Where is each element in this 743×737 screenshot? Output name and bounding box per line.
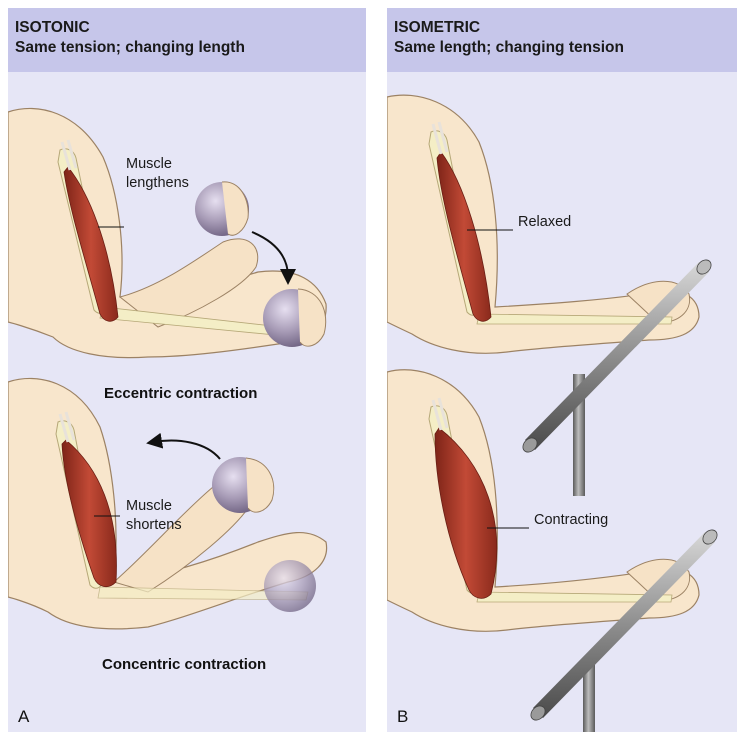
muscle-lengthens-label-line2: lengthens: [126, 175, 189, 191]
isometric-panel: ISOMETRIC Same length; changing tension: [387, 8, 737, 732]
isometric-subtitle: Same length; changing tension: [394, 39, 624, 57]
eccentric-contraction-caption: Eccentric contraction: [104, 385, 257, 402]
contracting-label: Contracting: [534, 512, 608, 528]
isotonic-subtitle: Same tension; changing length: [15, 39, 245, 57]
relaxed-label: Relaxed: [518, 214, 571, 230]
panel-b-letter: B: [397, 707, 408, 727]
isotonic-header: ISOTONIC Same tension; changing length: [8, 8, 366, 72]
isometric-title: ISOMETRIC: [394, 19, 480, 37]
isotonic-title: ISOTONIC: [15, 19, 90, 37]
isometric-illustration: [387, 72, 737, 732]
lower-bar-apparatus: [528, 527, 720, 732]
eccentric-arm-illustration: [8, 108, 326, 357]
muscle-shortens-label-line2: shortens: [126, 517, 182, 533]
upper-bar-apparatus: [520, 257, 714, 496]
concentric-contraction-caption: Concentric contraction: [102, 656, 266, 673]
panel-a-letter: A: [18, 707, 29, 727]
isotonic-illustration: [8, 72, 366, 732]
muscle-shortens-label-line1: Muscle: [126, 498, 172, 514]
isotonic-panel: ISOTONIC Same tension; changing length: [8, 8, 366, 732]
muscle-lengthens-label-line1: Muscle: [126, 156, 172, 172]
isometric-header: ISOMETRIC Same length; changing tension: [387, 8, 737, 72]
